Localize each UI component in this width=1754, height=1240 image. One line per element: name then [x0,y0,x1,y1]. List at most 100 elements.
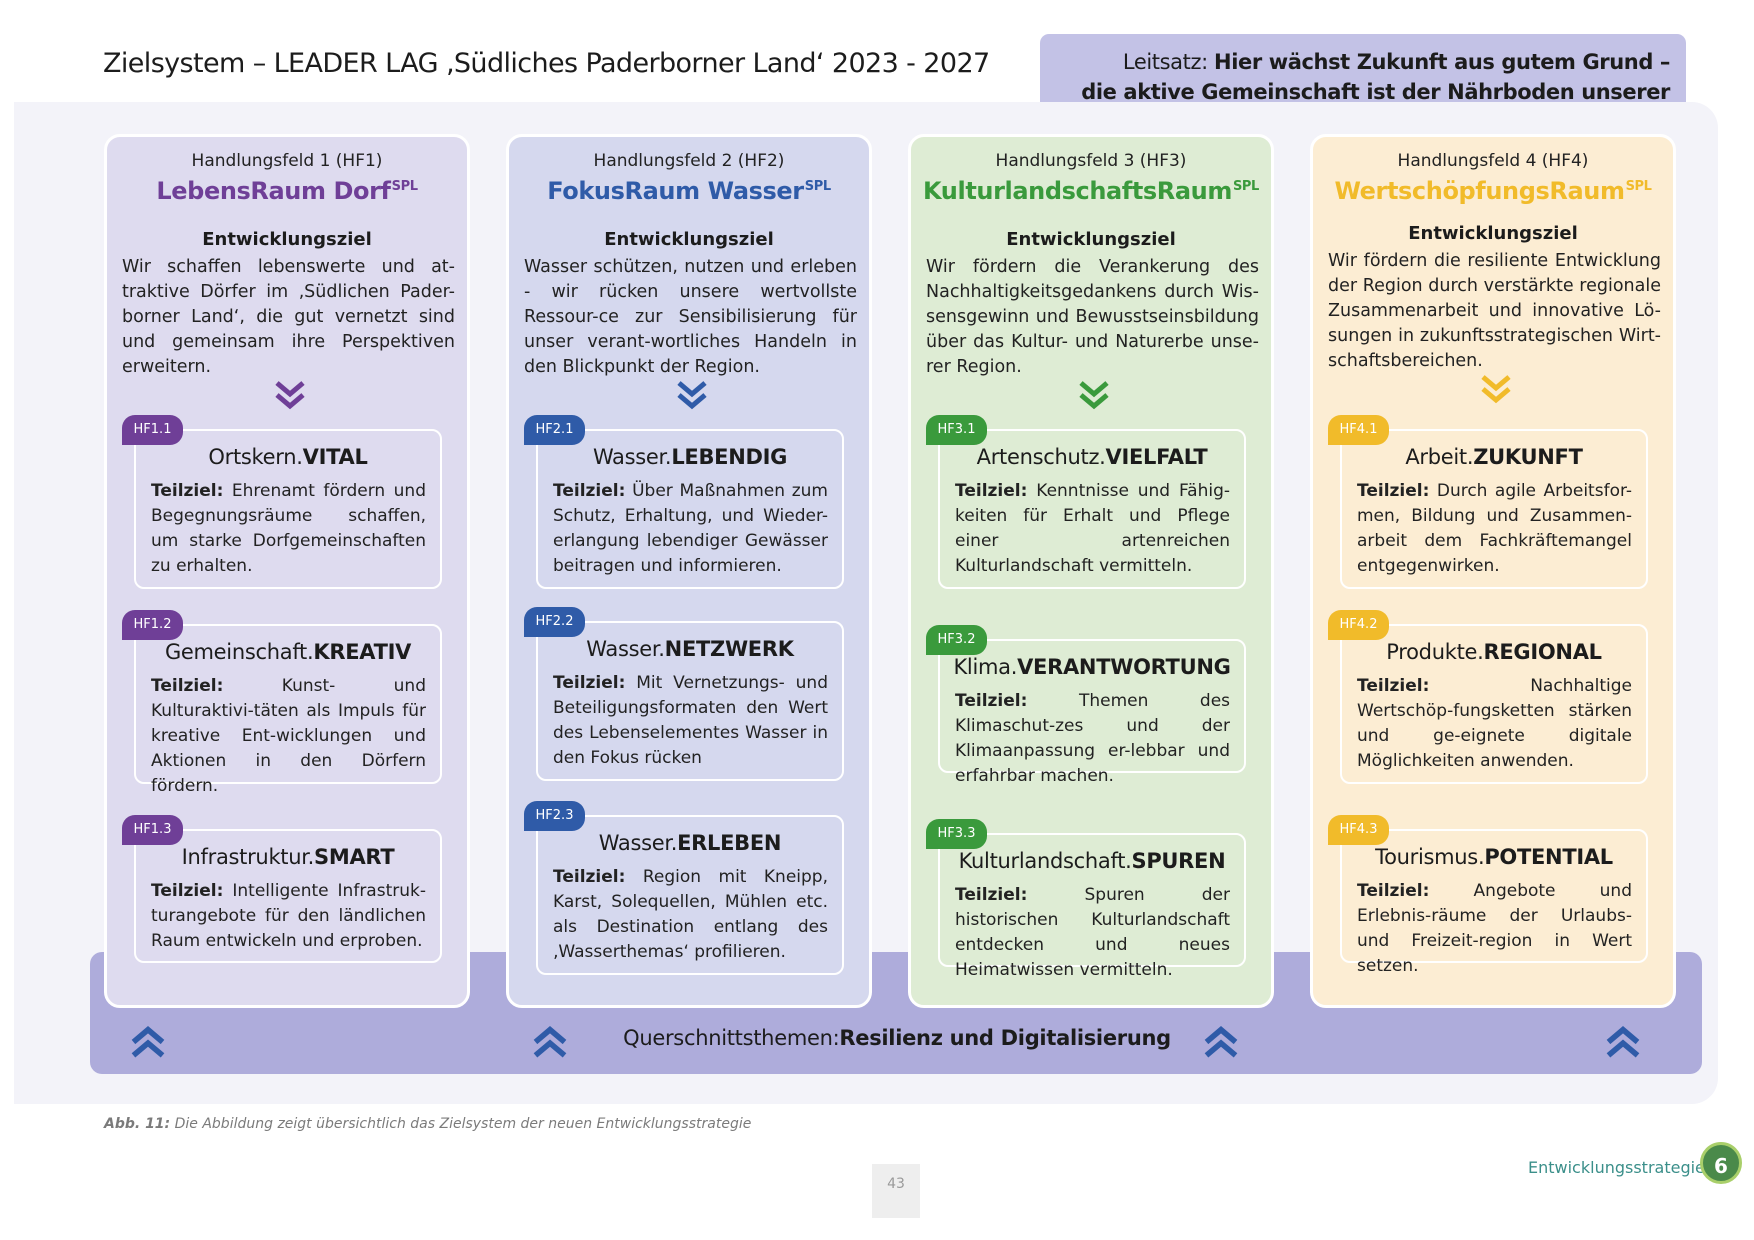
subgoal-badge: HF2.1 [524,415,585,445]
subgoal-title: Wasser.LEBENDIG [538,445,842,469]
page-title: Zielsystem – LEADER LAG ‚Südliches Pader… [103,48,990,79]
subgoal-description: Ehrenamt fördern und Begegnungsräume sch… [151,481,426,576]
subgoal-text: Teilziel: Intelligente Infrastruk-turang… [151,879,426,954]
field-name: FokusRaum WasserSPL [509,177,869,205]
double-chevron-up-icon [1202,1022,1240,1062]
field-name-text: KulturlandschaftsRaum [923,177,1232,205]
development-goal-text: Wir schaffen lebenswerte und at-traktive… [122,257,455,377]
subgoal-description: Über Maßnahmen zum Schutz, Erhaltung, un… [553,481,828,576]
double-chevron-down-icon [1077,379,1111,411]
subgoal-label: Teilziel: [553,481,626,501]
subgoal-description: Spuren der historischen Kulturlandschaft… [955,885,1230,980]
double-chevron-down-icon [1479,373,1513,405]
subgoal-text: Teilziel: Nachhaltige Wertschöp-fungsket… [1357,674,1632,774]
subgoal-title-prefix: Wasser. [598,831,678,855]
subgoal-label: Teilziel: [553,673,626,693]
handlungsfeld-column: Handlungsfeld 4 (HF4)WertschöpfungsRaumS… [1310,134,1676,1008]
subgoal-title-keyword: SMART [314,845,395,869]
subgoal-title-prefix: Infrastruktur. [181,845,315,869]
field-name-superscript: SPL [804,179,831,194]
field-name: KulturlandschaftsRaumSPL [911,177,1271,205]
subgoal-title-prefix: Wasser. [586,637,665,661]
subgoal-badge: HF3.3 [926,819,987,849]
development-goal-text: Wir fördern die resiliente Entwicklung d… [1328,251,1661,371]
subgoal-title: Wasser.NETZWERK [538,637,842,661]
development-goal-text: Wir fördern die Verankerung des Nachhalt… [926,257,1259,377]
subgoal-description: Kenntnisse und Fähig-keiten für Erhalt u… [955,481,1231,576]
subgoal-description: Durch agile Arbeitsfor-men, Bildung und … [1357,481,1633,576]
crosscutting-label: Querschnittsthemen: Resilienz und Digita… [0,1026,1754,1050]
subgoal-title-keyword: ZUKUNFT [1473,445,1583,469]
subgoal-text: Teilziel: Ehrenamt fördern und Begegnung… [151,479,426,579]
double-chevron-up-icon [1604,1022,1642,1062]
subgoal-title-prefix: Artenschutz. [976,445,1106,469]
subgoal-text: Teilziel: Über Maßnahmen zum Schutz, Erh… [553,479,828,579]
subgoal-badge: HF4.3 [1328,815,1389,845]
subgoal-title-prefix: Tourismus. [1375,845,1485,869]
subgoal-text: Teilziel: Themen des Klimaschut-zes und … [955,689,1230,789]
subgoal-text: Teilziel: Spuren der historischen Kultur… [955,883,1230,983]
subgoal-badge: HF1.3 [122,815,183,845]
subgoal-title-prefix: Arbeit. [1405,445,1474,469]
subgoal-label: Teilziel: [151,881,224,901]
subgoal-label: Teilziel: [1357,481,1430,501]
footer-section: Entwicklungsstrategie [1528,1158,1705,1177]
subgoal-title: Infrastruktur.SMART [136,845,440,869]
subgoal-label: Teilziel: [955,691,1028,711]
handlungsfeld-column: Handlungsfeld 2 (HF2)FokusRaum WasserSPL… [506,134,872,1008]
subgoal-title: Klima.VERANTWORTUNG [940,655,1244,679]
subgoal-title: Arbeit.ZUKUNFT [1342,445,1646,469]
subgoal-badge: HF1.2 [122,610,183,640]
subgoal-title-keyword: VITAL [302,445,368,469]
caption-text: Die Abbildung zeigt übersichtlich das Zi… [170,1116,752,1132]
subgoal-title: Ortskern.VITAL [136,445,440,469]
page-number: 43 [872,1164,920,1218]
subgoal-text: Teilziel: Durch agile Arbeitsfor-men, Bi… [1357,479,1632,579]
subgoal-title-keyword: SPUREN [1131,849,1226,873]
subgoal-badge: HF3.1 [926,415,987,445]
subgoal-label: Teilziel: [1357,676,1430,696]
field-number: Handlungsfeld 1 (HF1) [191,151,383,171]
subgoal-title-keyword: REGIONAL [1483,640,1603,664]
caption-label: Abb. 11: [104,1116,171,1132]
subgoal-description: Angebote und Erlebnis-räume der Urlaubs-… [1357,881,1632,976]
field-name-text: LebensRaum Dorf [156,177,391,205]
subgoal-description: Themen des Klimaschut-zes und der Klimaa… [955,691,1231,786]
subgoal-text: Teilziel: Mit Vernetzungs- und Beteiligu… [553,671,828,771]
subgoal-title: Wasser.ERLEBEN [538,831,842,855]
chapter-badge: 6 [1700,1142,1742,1184]
field-name-text: FokusRaum Wasser [547,177,804,205]
development-goal-heading: Entwicklungsziel [1408,223,1578,244]
subgoal-title-keyword: POTENTIAL [1484,845,1613,869]
subgoal-title: Gemeinschaft.KREATIV [136,640,440,664]
subgoal-description: Region mit Kneipp, Karst, Solequellen, M… [553,867,828,962]
subgoal-badge: HF4.2 [1328,610,1389,640]
field-name-superscript: SPL [391,179,418,194]
double-chevron-down-icon [273,379,307,411]
subgoal-title-keyword: VIELFALT [1105,445,1208,469]
subgoal-badge: HF1.1 [122,415,183,445]
subgoal-title: Tourismus.POTENTIAL [1342,845,1646,869]
field-name-superscript: SPL [1625,179,1652,194]
subgoal-title: Artenschutz.VIELFALT [940,445,1244,469]
crosscutting-topics: Resilienz und Digitalisierung [839,1026,1171,1050]
development-goal-heading: Entwicklungsziel [604,229,774,250]
double-chevron-down-icon [675,379,709,411]
development-goal-heading: Entwicklungsziel [1006,229,1176,250]
subgoal-badge: HF2.3 [524,801,585,831]
subgoal-title-prefix: Wasser. [592,445,672,469]
double-chevron-up-icon [531,1022,569,1062]
subgoal-title-prefix: Ortskern. [208,445,303,469]
field-number: Handlungsfeld 3 (HF3) [995,151,1187,171]
subgoal-text: Teilziel: Kenntnisse und Fähig-keiten fü… [955,479,1230,579]
subgoal-title: Kulturlandschaft.SPUREN [940,849,1244,873]
subgoal-label: Teilziel: [1357,881,1430,901]
field-name: WertschöpfungsRaumSPL [1313,177,1673,205]
development-goal-heading: Entwicklungsziel [202,229,372,250]
